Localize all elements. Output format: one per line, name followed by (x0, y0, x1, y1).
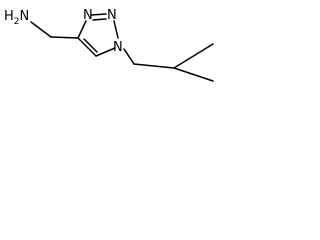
atom-n1-label: N (113, 40, 123, 55)
molecule-structure: H2N N N N (4, 8, 214, 82)
bond-c5-n1 (95, 47, 116, 57)
bond-n2-n3-inner (92, 18, 107, 21)
bond-ch2-c4 (50, 36, 79, 39)
bond-ch2-ch (133, 63, 175, 69)
bond-c4-c5-inner (83, 38, 98, 53)
atom-n2-label: N (107, 8, 117, 23)
bond-n1-ch2 (123, 48, 135, 65)
amine-subscript: 2 (14, 17, 20, 27)
atom-n3-label: N (83, 8, 93, 23)
bond-ch-ch3-down (173, 67, 214, 82)
amine-label: H2N (4, 9, 29, 27)
amine-n: N (20, 9, 30, 24)
bond-ch-ch3-up (173, 43, 214, 69)
bond-n-ch2 (30, 21, 52, 38)
bond-n1-n2 (113, 20, 119, 39)
bond-c4-c5 (77, 37, 97, 57)
bond-n2-n3 (90, 13, 107, 16)
bond-n3-c4 (77, 20, 87, 39)
amine-h: H (4, 9, 14, 24)
